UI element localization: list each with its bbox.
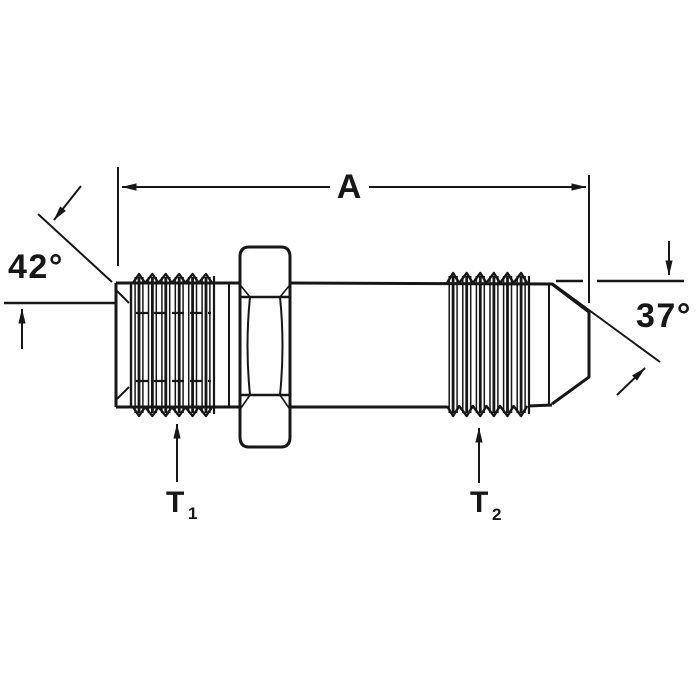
angle-42-label: 42° [8, 248, 64, 286]
thread-line [445, 271, 529, 285]
t1-label: T [166, 486, 184, 519]
thread-line [132, 272, 214, 285]
hex-nut-face-arc-right [279, 296, 284, 396]
fitting-body [114, 245, 591, 449]
cone-tip-outline [551, 282, 591, 406]
hex-nut-corner-line [240, 394, 251, 409]
angle-42-reference-line [37, 213, 113, 283]
t2-label: T [470, 486, 488, 519]
hex-nut [238, 245, 292, 449]
hex-nut-corner-line [240, 285, 251, 298]
angle-37-label: 37° [636, 297, 692, 335]
drawing-labels: A 42° 37° T 1 T 2 [8, 168, 692, 524]
t1-subscript: 1 [188, 504, 197, 523]
t2-subscript: 2 [492, 505, 501, 524]
dim-a-label: A [337, 168, 362, 206]
angle-42-leader-arrow [53, 185, 82, 221]
body-bottom-edge-tip [527, 403, 553, 408]
angle-37-leader-arrow [616, 367, 646, 396]
hex-nut-face-arc-left [246, 296, 251, 396]
flare-seat-tick-bottom [116, 386, 130, 400]
dimensions [4, 167, 684, 483]
angle-37-reference-line [551, 282, 661, 363]
hex-nut-outline [238, 245, 292, 449]
thread-line [132, 405, 214, 418]
thread-line [445, 404, 529, 418]
hex-nut-corner-line [279, 394, 290, 409]
hex-nut-corner-line [279, 285, 290, 298]
left-thread-section [132, 272, 214, 418]
flare-seat-tick-top [116, 290, 130, 304]
right-thread-section [445, 271, 529, 418]
